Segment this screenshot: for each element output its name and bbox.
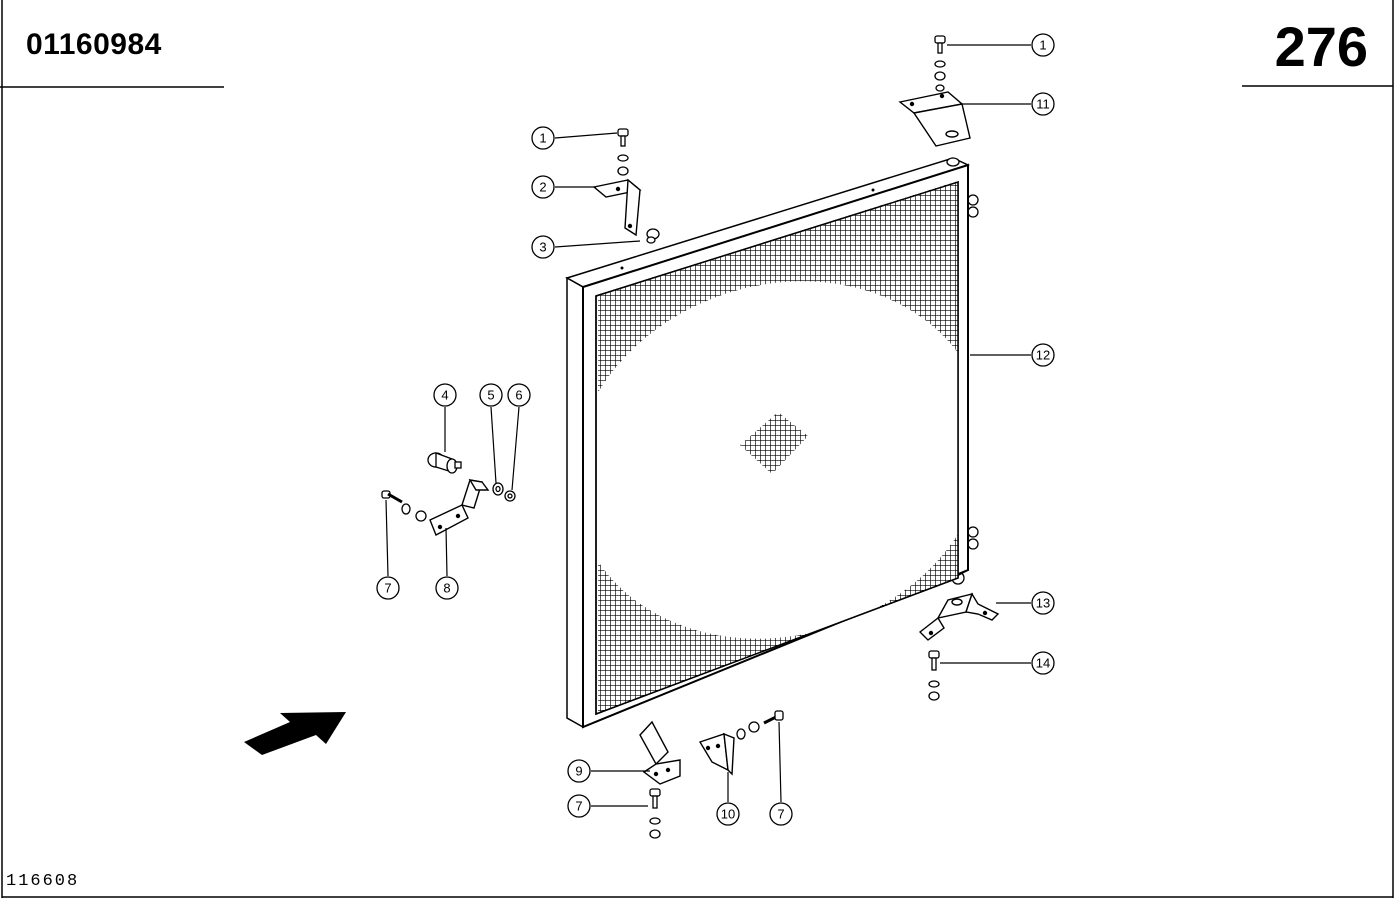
callout-10: 10 — [721, 807, 735, 822]
callout-11: 11 — [1036, 97, 1050, 112]
page-number: 276 — [1274, 15, 1368, 78]
leader-lines — [385, 44, 1031, 807]
bracket-10 — [698, 732, 735, 776]
nut-6 — [504, 490, 516, 502]
bolt-14 — [928, 650, 940, 701]
callout-7: 7 — [384, 581, 391, 596]
part-number: 01160984 — [26, 28, 162, 61]
washer-5 — [492, 482, 504, 496]
callout-1: 1 — [539, 131, 546, 146]
callout-5: 5 — [487, 388, 494, 403]
callout-2: 2 — [539, 180, 546, 195]
bolt-bottom-right-7 — [736, 710, 784, 740]
bolt-top-left — [617, 128, 629, 176]
bolt-left-7 — [381, 490, 427, 522]
callout-9: 9 — [575, 764, 582, 779]
callout-3: 3 — [539, 240, 546, 255]
callout-8: 8 — [443, 581, 450, 596]
airflow-arrow-icon — [244, 712, 346, 755]
callout-circles — [376, 33, 1055, 826]
plug-3 — [646, 228, 660, 244]
callout-6: 6 — [515, 388, 522, 403]
callout-13: 13 — [1036, 596, 1050, 611]
bolt-top-right — [934, 35, 946, 92]
rubber-mount-4 — [427, 452, 462, 474]
callout-7: 7 — [777, 807, 784, 822]
callout-4: 4 — [441, 388, 448, 403]
callout-1: 1 — [1039, 38, 1046, 53]
callout-14: 14 — [1036, 656, 1050, 671]
drawing-number: 116608 — [6, 872, 80, 891]
bolt-bottom-left-7 — [649, 788, 661, 839]
callout-labels: 1 11 1 2 3 12 4 5 6 7 8 13 14 9 7 10 7 — [384, 38, 1050, 822]
callout-12: 12 — [1036, 348, 1050, 363]
callout-7: 7 — [575, 799, 582, 814]
bracket-2 — [592, 178, 642, 237]
bracket-8 — [429, 479, 490, 536]
bracket-13 — [918, 592, 1000, 641]
bracket-11 — [898, 91, 971, 147]
bracket-9 — [639, 720, 681, 785]
